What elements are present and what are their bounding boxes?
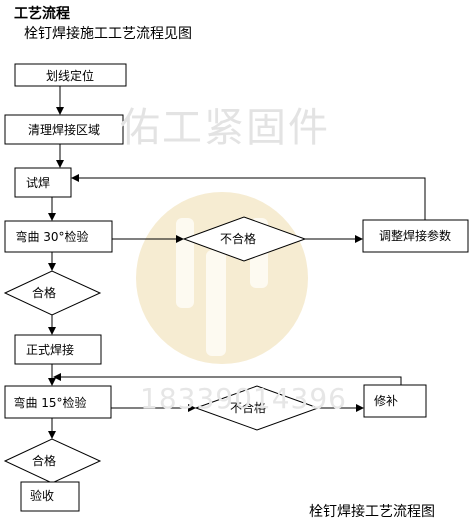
bend15-box <box>4 385 112 419</box>
locate-box <box>14 63 127 87</box>
trial-label: 试焊 <box>26 175 50 190</box>
pass2-diamond <box>3 438 102 484</box>
repair-box <box>363 384 427 418</box>
figure-caption: 栓钉焊接工艺流程图 <box>309 504 435 520</box>
fail1-label: 不合格 <box>220 231 256 246</box>
bend15-label: 弯曲 15°检验 <box>13 395 86 410</box>
clean-box <box>4 114 124 145</box>
pass2-label: 合格 <box>32 453 56 468</box>
watermark-text: 佑工紧固件 <box>120 105 330 151</box>
connector-adjust-trial <box>71 174 426 220</box>
formal-label: 正式焊接 <box>26 342 74 357</box>
watermark-logo <box>136 192 308 364</box>
clean-label: 清理焊接区域 <box>28 122 100 137</box>
page-subtitle: 栓钉焊接施工工艺流程见图 <box>24 26 192 42</box>
connector-repair-back <box>53 373 402 385</box>
repair-label: 修补 <box>374 393 398 408</box>
locate-label: 划线定位 <box>46 68 94 83</box>
adjust-box <box>362 219 469 253</box>
formal-box <box>14 334 102 365</box>
bend30-label: 弯曲 30°检验 <box>15 229 88 244</box>
bend30-box <box>4 220 113 253</box>
accept-box <box>20 481 80 512</box>
page-title: 工艺流程 <box>14 6 70 22</box>
pass1-label: 合格 <box>32 285 56 300</box>
fail2-label: 不合格 <box>230 400 266 415</box>
watermark-phone: 18339014396 <box>140 382 347 415</box>
adjust-label: 调整焊接参数 <box>379 228 451 243</box>
accept-label: 验收 <box>30 488 54 503</box>
trial-box <box>14 167 72 198</box>
pass1-diamond <box>3 270 102 316</box>
